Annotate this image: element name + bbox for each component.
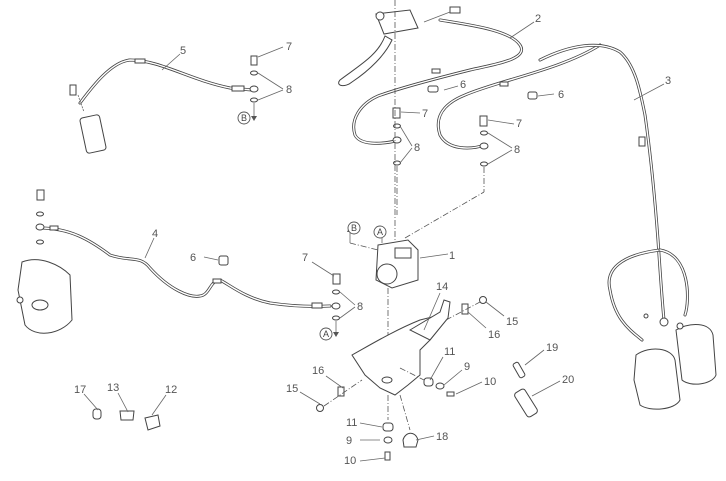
hose-2 <box>352 18 524 145</box>
callout-8-top: 8 <box>286 84 292 96</box>
callout-7-right: 7 <box>516 118 522 130</box>
callout-19: 19 <box>546 342 558 354</box>
hose-5 <box>78 58 254 105</box>
callout-10-right: 10 <box>484 376 496 388</box>
callouts: 1 2 3 4 5 6 6 6 7 7 7 7 8 8 8 8 9 9 10 1… <box>74 13 671 467</box>
callout-1: 1 <box>449 250 455 262</box>
clip-13 <box>119 410 135 421</box>
callout-5: 5 <box>180 45 186 57</box>
hose-4 <box>38 225 332 309</box>
hardware-9-10-11-right <box>399 367 455 397</box>
callout-11-right: 11 <box>444 346 455 358</box>
clip-6-right <box>527 91 538 100</box>
ref-B-top: B <box>237 111 251 125</box>
callout-10-bottom: 10 <box>344 455 356 467</box>
callout-18: 18 <box>436 431 448 443</box>
pad-20 <box>514 388 538 418</box>
leader-lines <box>83 21 665 462</box>
ref-A-bottom-label: A <box>323 329 329 339</box>
callout-8-middle: 8 <box>414 142 420 154</box>
callout-9-bottom: 9 <box>346 435 352 447</box>
rear-caliper <box>16 259 73 334</box>
callout-8-left: 8 <box>357 301 363 313</box>
callout-20: 20 <box>562 374 574 386</box>
abs-bracket <box>351 299 451 396</box>
ref-B-abs: B <box>347 221 361 235</box>
callout-12: 12 <box>165 384 177 396</box>
ref-A-abs-label: A <box>377 227 383 237</box>
strip-19 <box>512 361 526 379</box>
ref-B-top-label: B <box>241 113 247 123</box>
ref-A-abs: A <box>373 225 387 239</box>
hardware-15-16-left <box>316 379 363 412</box>
clip-12 <box>144 414 161 431</box>
callout-11-bottom: 11 <box>346 417 357 429</box>
callout-7-left: 7 <box>302 252 308 264</box>
front-master-cylinder <box>338 6 461 87</box>
hardware-15-16-right <box>445 296 487 321</box>
callout-4: 4 <box>152 228 158 240</box>
banjo-set-4-right <box>331 273 341 337</box>
hose-3 <box>538 43 666 322</box>
callout-3: 3 <box>665 75 671 87</box>
callout-14: 14 <box>436 281 448 293</box>
callout-15-left: 15 <box>286 383 298 395</box>
callout-15-right: 15 <box>506 316 518 328</box>
ref-B-abs-label: B <box>351 223 357 233</box>
callout-9-right: 9 <box>464 361 470 373</box>
hose-abs-right <box>436 43 602 150</box>
callout-16-left: 16 <box>312 365 324 377</box>
rear-master-cylinder <box>69 84 107 154</box>
callout-7-middle: 7 <box>422 108 428 120</box>
callout-16-right: 16 <box>488 329 500 341</box>
banjo-set-5 <box>249 55 259 121</box>
grommet-18 <box>399 394 419 448</box>
clip-17 <box>92 408 102 420</box>
clip-6-middle <box>218 255 229 266</box>
front-calipers <box>607 248 717 410</box>
banjo-set-2 <box>392 107 402 215</box>
callout-6-right: 6 <box>558 89 564 101</box>
clip-6-upper <box>427 85 439 93</box>
callout-6-upper: 6 <box>460 79 466 91</box>
callout-6-middle: 6 <box>190 252 196 264</box>
ref-A-bottom: A <box>319 327 333 341</box>
banjo-set-4-left <box>35 189 45 245</box>
hardware-9-10-11-bottom <box>382 395 394 461</box>
callout-2: 2 <box>535 13 541 25</box>
callout-17: 17 <box>74 384 86 396</box>
callout-8-right: 8 <box>514 144 520 156</box>
banjo-set-right <box>479 115 489 192</box>
callout-7-top: 7 <box>286 41 292 53</box>
callout-13: 13 <box>107 382 119 394</box>
